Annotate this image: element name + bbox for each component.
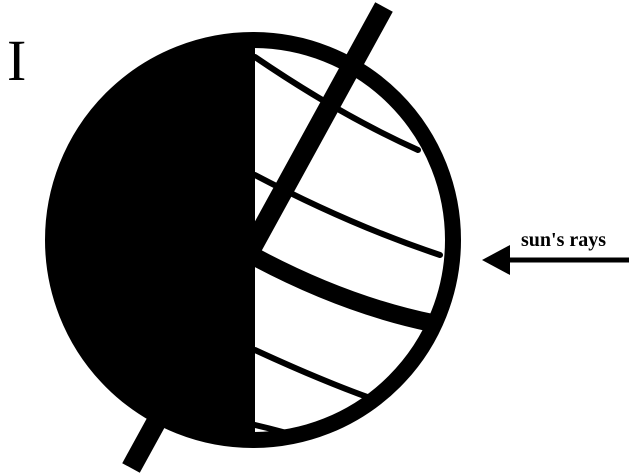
globe-night-side [55,40,255,440]
globe-icon [53,7,453,468]
sun-rays-label: sun's rays [521,229,606,251]
sun-rays-arrow-head [482,245,510,275]
panel-label: I [7,28,26,93]
